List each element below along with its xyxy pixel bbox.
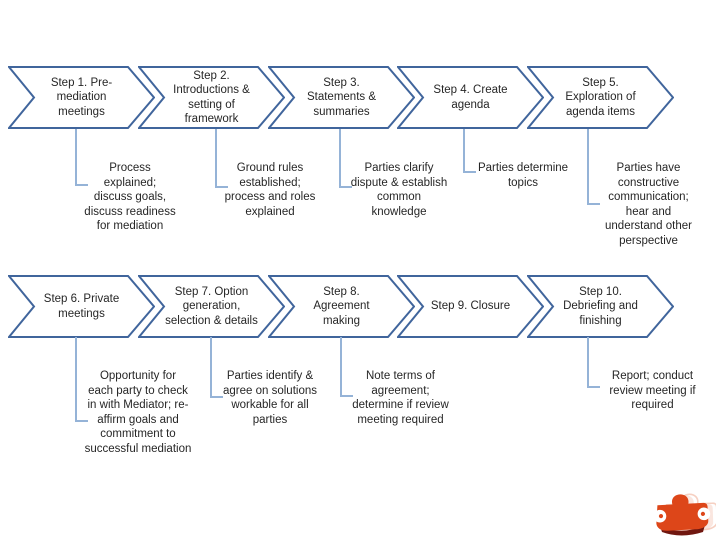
connector-step-10-elbow	[587, 386, 600, 388]
connector-step-1-elbow	[75, 184, 88, 186]
chevron-step-10-title: Step 10. Debriefing and finishing	[563, 285, 638, 327]
connector-step-3-elbow	[339, 186, 352, 188]
connector-step-10	[587, 337, 589, 388]
chevron-step-8-title: Step 8. Agreement making	[313, 285, 370, 327]
connector-step-5-elbow	[587, 203, 600, 205]
description-step-8: Note terms of agreement; determine if re…	[352, 370, 449, 426]
connector-step-4-elbow	[463, 171, 476, 173]
chevron-step-8: Step 8. Agreement making	[268, 275, 415, 338]
chevron-shape-icon	[397, 275, 544, 338]
description-step-3: Parties clarify dispute & establish comm…	[350, 162, 448, 218]
chevron-step-1: Step 1. Pre- mediation meetings	[8, 66, 155, 129]
chevron-step-6: Step 6. Private meetings	[8, 275, 155, 338]
chevron-step-3-title: Step 3. Statements & summaries	[306, 76, 377, 118]
chevron-step-7-title: Step 7. Option generation, selection & d…	[165, 285, 258, 327]
chevron-step-4: Step 4. Create agenda	[397, 66, 544, 129]
chevron-shape-icon	[8, 275, 155, 338]
chevron-step-10: Step 10. Debriefing and finishing	[527, 275, 674, 338]
chevron-step-5: Step 5. Exploration of agenda items	[527, 66, 674, 129]
chevron-shape-icon	[268, 275, 415, 338]
chevron-step-3: Step 3. Statements & summaries	[268, 66, 415, 129]
connector-step-7-elbow	[210, 396, 223, 398]
chevron-step-7: Step 7. Option generation, selection & d…	[138, 275, 285, 338]
connector-step-2	[215, 129, 217, 188]
connector-step-1	[75, 129, 77, 186]
connector-step-5	[587, 129, 589, 205]
chevron-shape-icon	[527, 66, 674, 129]
description-step-5: Parties have constructive communication;…	[605, 162, 692, 247]
description-step-7: Parties identify & agree on solutions wo…	[223, 370, 317, 426]
chevron-step-1-title: Step 1. Pre- mediation meetings	[50, 76, 113, 118]
connector-step-8	[340, 337, 342, 397]
connector-step-8-elbow	[340, 395, 353, 397]
chevron-step-2: Step 2. Introductions & setting of frame…	[138, 66, 285, 129]
chevron-shape-icon	[268, 66, 415, 129]
connector-step-2-elbow	[215, 186, 228, 188]
chevron-step-5-title: Step 5. Exploration of agenda items	[565, 76, 636, 118]
chevron-shape-icon	[138, 66, 285, 129]
chevron-step-2-title: Step 2. Introductions & setting of frame…	[173, 69, 250, 126]
connector-step-6-elbow	[75, 420, 88, 422]
description-step-10: Report; conduct review meeting if requir…	[609, 370, 696, 412]
connector-step-4	[463, 129, 465, 173]
chevron-step-6-title: Step 6. Private meetings	[43, 293, 120, 320]
chevron-shape-icon	[527, 275, 674, 338]
chevron-step-9: Step 9. Closure	[397, 275, 544, 338]
chevron-shape-icon	[138, 275, 285, 338]
logo-puzzle-icon	[652, 486, 718, 538]
connector-step-7	[210, 337, 212, 398]
description-step-6: Opportunity for each party to check in w…	[84, 370, 192, 455]
connector-step-6	[75, 337, 77, 422]
chevron-shape-icon	[397, 66, 544, 129]
description-step-2: Ground rules established; process and ro…	[224, 162, 316, 218]
chevron-step-4-title: Step 4. Create agenda	[433, 84, 508, 111]
connector-step-3	[339, 129, 341, 188]
description-step-4: Parties determine topics	[477, 162, 569, 189]
chevron-shape-icon	[8, 66, 155, 129]
description-step-1: Process explained; discuss goals, discus…	[84, 162, 176, 233]
chevron-step-9-title: Step 9. Closure	[430, 300, 511, 313]
